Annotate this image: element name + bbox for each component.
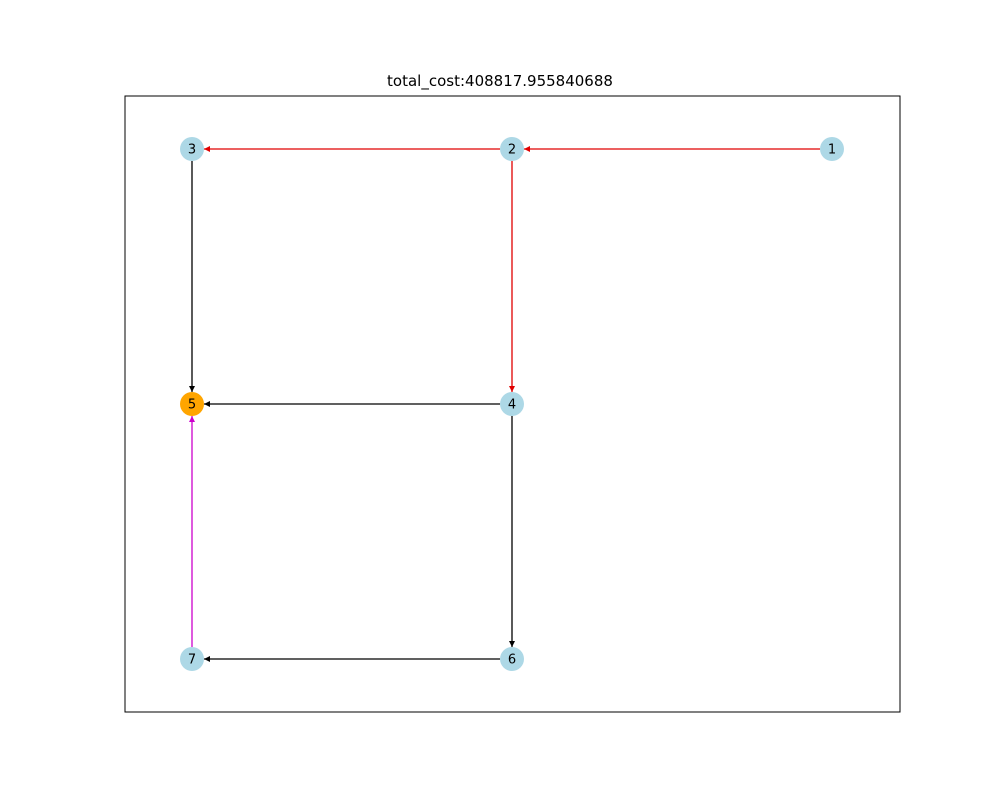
node-4: 4: [500, 392, 524, 416]
node-1: 1: [820, 137, 844, 161]
node-3: 3: [180, 137, 204, 161]
node-label-7: 7: [188, 653, 196, 668]
chart-title: total_cost:408817.955840688: [387, 72, 613, 90]
node-circle-6: [500, 647, 524, 671]
node-7: 7: [180, 647, 204, 671]
nodes-layer: 1 2 3 4 5 6 7: [180, 137, 844, 671]
node-label-2: 2: [508, 143, 516, 158]
node-circle-5: [180, 392, 204, 416]
node-label-4: 4: [508, 398, 516, 413]
node-label-5: 5: [188, 398, 196, 413]
node-circle-2: [500, 137, 524, 161]
edges-layer: [189, 146, 820, 662]
node-6: 6: [500, 647, 524, 671]
node-circle-7: [180, 647, 204, 671]
node-label-6: 6: [508, 653, 516, 668]
node-circle-1: [820, 137, 844, 161]
node-circle-3: [180, 137, 204, 161]
node-label-1: 1: [828, 143, 836, 158]
node-circle-4: [500, 392, 524, 416]
node-2: 2: [500, 137, 524, 161]
plot-frame: [124, 95, 901, 713]
node-5: 5: [180, 392, 204, 416]
node-label-3: 3: [188, 143, 196, 158]
